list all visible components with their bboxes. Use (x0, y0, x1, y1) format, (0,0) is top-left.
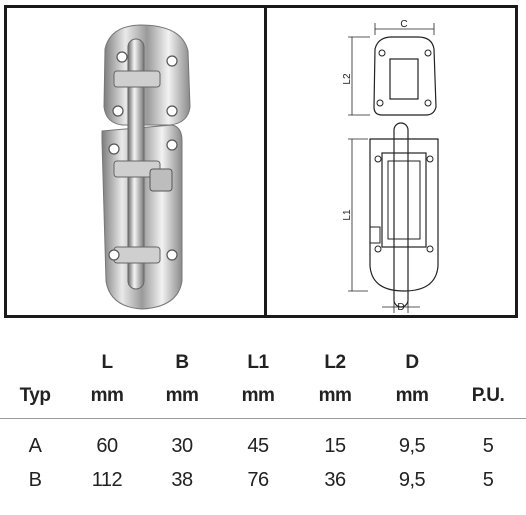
table-cell: 30 (171, 434, 193, 457)
header-cell: P.U. (471, 385, 505, 406)
dimension-label-d: D (397, 302, 404, 313)
frame-divider (264, 8, 267, 315)
header-cell: L (101, 352, 113, 373)
table-cell: 112 (91, 468, 123, 491)
header-cell: mm (318, 385, 352, 406)
product-image-frame: C L2 L1 D (4, 5, 518, 318)
table-cell: 5 (482, 434, 494, 457)
header-cell: Typ (19, 385, 51, 406)
header-cell: L1 (247, 352, 269, 373)
table-cell: 5 (482, 468, 494, 491)
header-cell: mm (90, 385, 124, 406)
table-cell: 76 (247, 468, 269, 491)
table-row: A 60 30 45 15 9,5 5 (0, 429, 526, 463)
header-cell: L2 (324, 352, 346, 373)
product-photo (101, 24, 191, 310)
header-cell (0, 336, 70, 374)
dimension-label-c: C (400, 19, 407, 30)
table-cell: 9,5 (398, 468, 426, 491)
header-cell (450, 336, 526, 374)
table-cell: 45 (247, 434, 269, 457)
table-separator (0, 418, 526, 429)
dimension-drawing: C L2 L1 D (342, 19, 439, 313)
table-row: B 112 38 76 36 9,5 5 (0, 463, 526, 497)
header-cell: D (405, 352, 419, 373)
table-cell: 38 (171, 468, 193, 491)
header-cell: mm (165, 385, 199, 406)
header-letters-row: L B L1 L2 D (0, 336, 526, 374)
header-cell: mm (395, 385, 429, 406)
table-cell: 15 (324, 434, 346, 457)
header-cell: mm (241, 385, 275, 406)
dimension-label-l2: L2 (342, 73, 353, 85)
table-cell: 9,5 (398, 434, 426, 457)
table-cell: A (28, 434, 42, 457)
table-cell: 60 (96, 434, 118, 457)
dimension-label-l1: L1 (342, 209, 353, 221)
specification-table: L B L1 L2 D Typ mm mm mm mm mm P.U. A 60… (0, 336, 526, 497)
header-cell: B (175, 352, 189, 373)
table-cell: B (28, 468, 42, 491)
table-cell: 36 (324, 468, 346, 491)
header-units-row: Typ mm mm mm mm mm P.U. (0, 374, 526, 419)
